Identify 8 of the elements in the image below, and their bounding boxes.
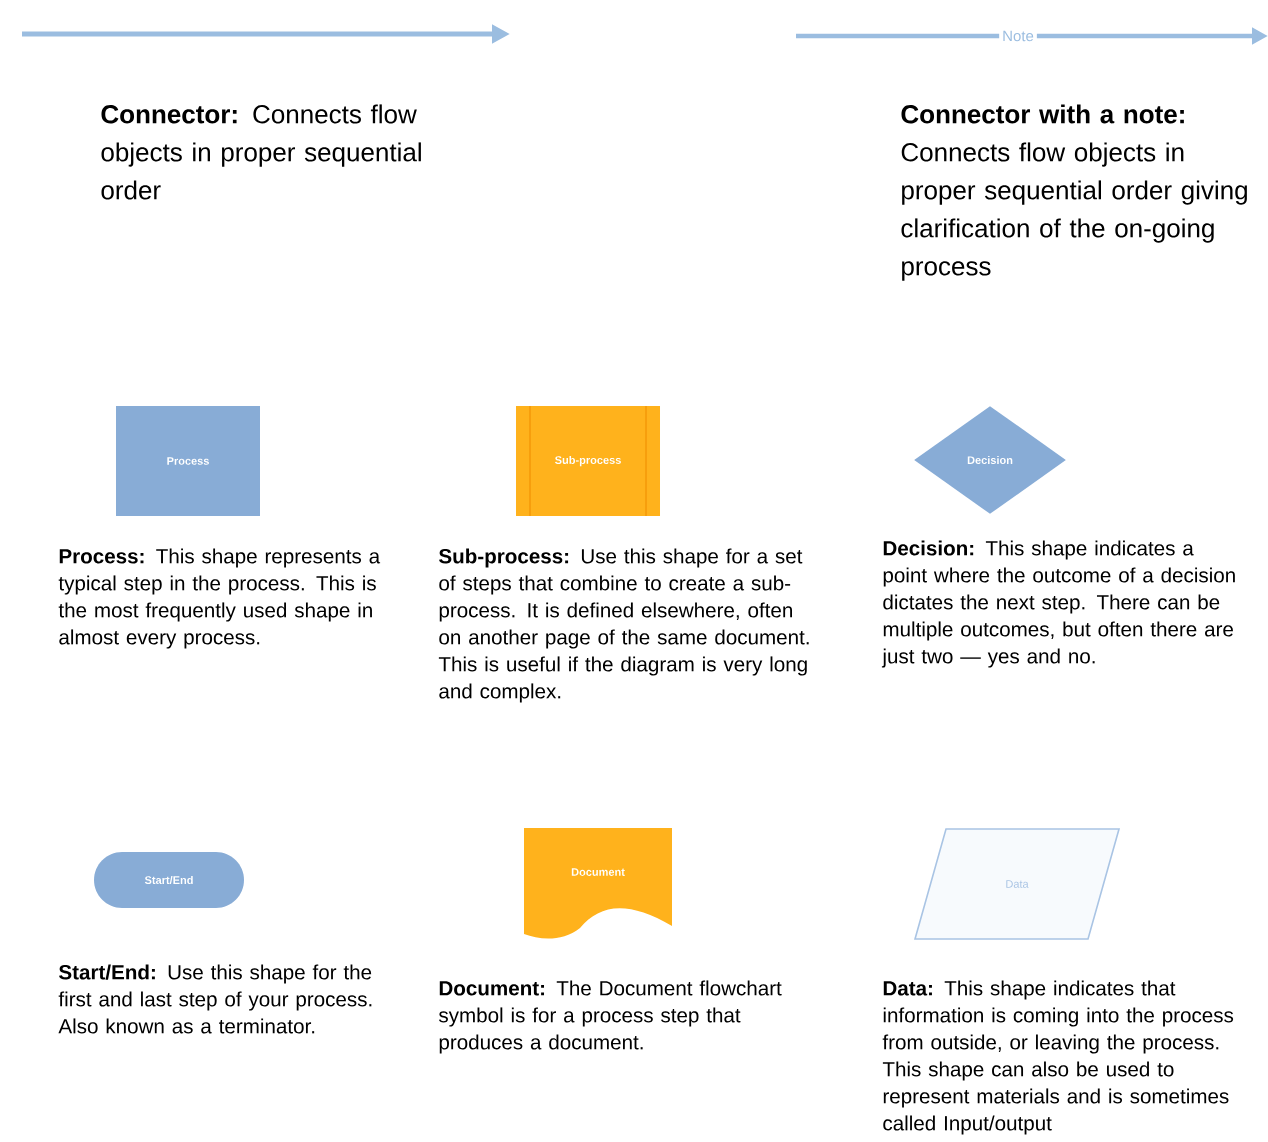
- description-text: Sub-process: Use this shape for a set of steps that combine to create a sub-process. It is defined elsewhere, often on another page of the same document. This is useful if the diagram is very long and complex.: [438, 548, 809, 703]
- description-text: Data: This shape indicates that information is coming into the process from outside, or leaving the process. This shape can also be used to represent materials and is sometimes called Input/output: [882, 980, 1234, 1135]
- description-text: Decision: This shape indicates a point where the outcome of a decision dictates the next step. There can be multiple outcomes, but often there are just two — yes and no.: [881, 540, 1235, 668]
- description-text: Process: This shape represents a typical step in the process. This is the most frequently used shape in almost every process.: [58, 548, 381, 649]
- description-text: Start/End: Use this shape for the first and last step of your process. Also known as a terminator.: [58, 964, 372, 1034]
- description-text: Connector with a note: Connects flow objects in proper sequential order giving clarification of the on-going process: [901, 104, 1247, 281]
- description-text: Connector: Connects flow objects in proper sequential order: [101, 104, 421, 200]
- description-text: Document: The Document flowchart symbol is for a process step that produces a document.: [438, 980, 782, 1054]
